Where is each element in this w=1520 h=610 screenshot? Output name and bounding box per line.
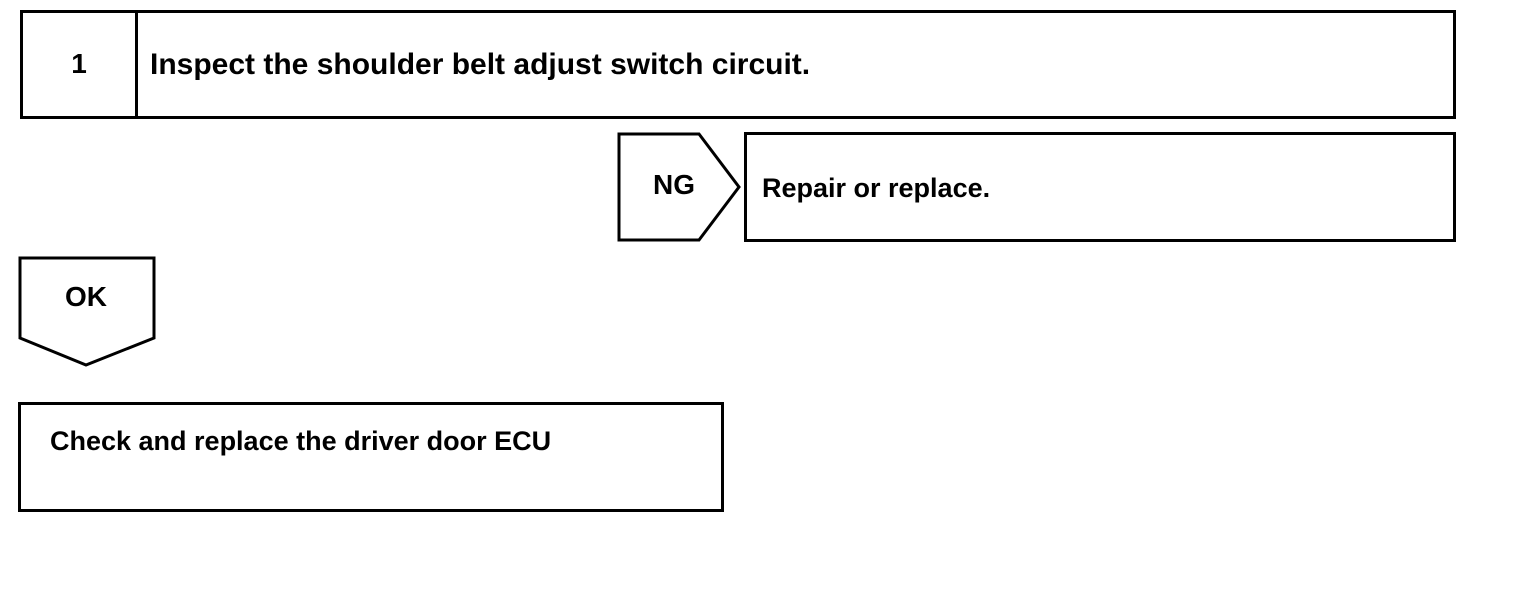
ok-label: OK — [65, 281, 107, 312]
step-title: Inspect the shoulder belt adjust switch … — [150, 48, 811, 81]
ng-result-box: Repair or replace. — [744, 132, 1456, 242]
final-action-box: Check and replace the driver door ECU — [18, 402, 724, 512]
ng-arrow — [617, 132, 741, 242]
final-action-text: Check and replace the driver door ECU — [50, 426, 552, 456]
step-divider — [135, 13, 138, 116]
ng-label: NG — [653, 169, 695, 200]
ok-arrow — [18, 256, 156, 367]
step-number: 1 — [71, 48, 87, 79]
ng-result-text: Repair or replace. — [762, 173, 991, 203]
step-box: 1 Inspect the shoulder belt adjust switc… — [20, 10, 1456, 119]
